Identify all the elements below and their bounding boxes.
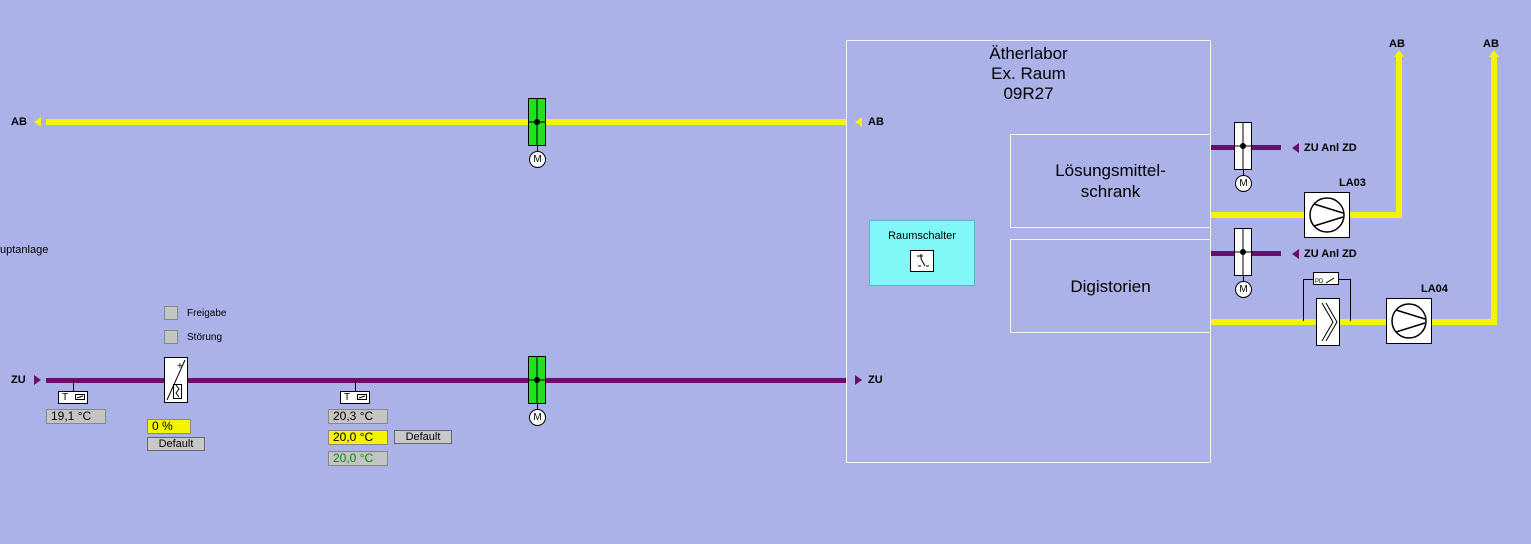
sensor-label: T [344,392,351,403]
temp-supply-value: 20,3 °C [328,409,388,424]
sensor-stem [355,380,356,391]
arrow-left-icon [1292,143,1299,153]
anlage-label: uptanlage [0,244,49,256]
arrow-left-icon [1292,249,1299,259]
room-name: Ätherlabor [989,44,1068,63]
motor-link [537,404,538,409]
exhaust-riser-2 [1491,56,1497,325]
fan-icon [1309,197,1345,233]
exhaust-duct-main [46,119,846,125]
pressure-switch-icon: PD [1315,277,1335,285]
stoerung-indicator [164,330,178,344]
temperature-sensor-supply: T [340,391,370,404]
room-number: 09R27 [1003,84,1054,103]
fan-icon [1391,303,1427,339]
label-la04: LA04 [1421,283,1448,295]
label-ab-top2: AB [1483,38,1499,50]
svg-text:+: + [177,361,183,372]
motor-icon[interactable]: M [1235,281,1252,298]
arrow-up-icon [1394,50,1404,57]
sensor-stem [73,380,74,391]
temperature-sensor-inlet: T [58,391,88,404]
arrow-left-icon [34,117,41,127]
motor-link [1243,170,1244,175]
fume-hoods-box[interactable]: Digistorien [1010,239,1211,333]
heater-icon: + [166,359,186,401]
motor-icon[interactable]: M [529,151,546,168]
freigabe-label: Freigabe [187,308,227,319]
label-ab-left: AB [11,116,27,128]
setpoint-default-button[interactable]: Default [394,430,452,444]
filter[interactable] [1316,298,1340,346]
heater-percent-value[interactable]: 0 % [147,419,191,434]
hoods-damper[interactable] [1234,228,1252,276]
arrow-right-icon [34,375,41,385]
motor-icon[interactable]: M [1235,175,1252,192]
label-zu-anl-zd-1: ZU Anl ZD [1304,142,1357,154]
label-zu-anl-zd-2: ZU Anl ZD [1304,248,1357,260]
damper-blade-icon [529,99,545,145]
temp-setpoint-value[interactable]: 20,0 °C [328,430,388,445]
supply-duct-main [46,378,846,383]
damper-blade-icon [1235,229,1251,275]
exhaust-damper[interactable] [528,98,546,146]
label-zu-room: ZU [868,374,883,386]
arrow-up-icon [1489,50,1499,57]
exhaust-duct-hoods [1211,319,1497,325]
label-zu-left: ZU [11,374,26,386]
room-switch-button[interactable]: Raumschalter [869,220,975,286]
arrow-left-icon [855,117,862,127]
damper-blade-icon [529,357,545,403]
arrow-right-icon [855,375,862,385]
temp-actual-value: 20,0 °C [328,451,388,466]
exhaust-riser-1 [1396,56,1402,218]
sensor-label: T [62,392,69,403]
label-ab-room: AB [868,116,884,128]
cabinet-damper[interactable] [1234,122,1252,170]
filter-icon [1321,302,1338,342]
pressure-switch: PD [1313,272,1339,285]
heater-coil[interactable]: + [164,357,188,403]
room-type: Ex. Raum [991,64,1066,83]
temp-inlet-value: 19,1 °C [46,409,106,424]
switch-icon [910,250,934,272]
solvent-cabinet-box[interactable]: Lösungsmittel- schrank [1010,134,1211,228]
svg-text:PD: PD [1315,279,1324,285]
fan-la04[interactable] [1386,298,1432,344]
label-ab-top1: AB [1389,38,1405,50]
damper-blade-icon [1235,123,1251,169]
room-switch-label: Raumschalter [888,230,956,242]
sensor-probe-icon [357,394,367,400]
stoerung-label: Störung [187,332,223,343]
fan-la03[interactable] [1304,192,1350,238]
freigabe-indicator [164,306,178,320]
motor-link [537,146,538,151]
heater-default-button[interactable]: Default [147,437,205,451]
motor-link [1243,276,1244,281]
motor-icon[interactable]: M [529,409,546,426]
sensor-probe-icon [75,394,85,400]
supply-damper[interactable] [528,356,546,404]
room-title: Ätherlabor Ex. Raum 09R27 [846,44,1211,104]
label-la03: LA03 [1339,177,1366,189]
